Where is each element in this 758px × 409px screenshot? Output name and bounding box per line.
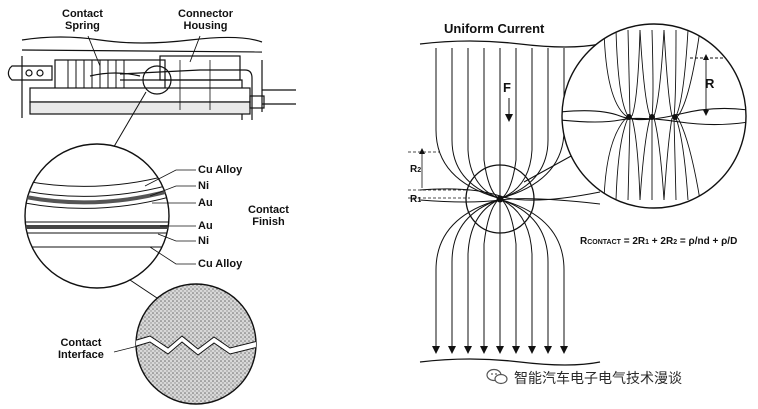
label-force: F — [503, 80, 511, 95]
contact-interface-circle — [135, 283, 257, 405]
connector-assembly — [7, 36, 296, 120]
label-r-magnified: R — [705, 76, 715, 91]
wechat-icon — [486, 368, 508, 385]
layer-label-ni-bottom: Ni — [198, 235, 209, 247]
label-contact-spring: Contact Spring — [62, 8, 103, 32]
current-flow-diagram — [408, 40, 601, 366]
interface-leader — [113, 345, 139, 353]
layer-label-ni-top: Ni — [198, 180, 209, 192]
layer-crosssection — [24, 143, 170, 289]
magnify-line-2 — [129, 279, 161, 301]
label-connector-housing: Connector Housing — [178, 8, 233, 32]
layer-label-cu-alloy-bottom: Cu Alloy — [198, 258, 243, 270]
label-contact-interface: Contact Interface — [58, 337, 104, 361]
label-r2: R2 — [410, 164, 422, 175]
layer-leaders — [144, 169, 196, 265]
label-r1: R1 — [410, 194, 422, 205]
watermark: 智能汽车电子电气技术漫谈 — [484, 368, 682, 388]
constriction-magnified — [561, 23, 747, 209]
layer-label-cu-alloy-top: Cu Alloy — [198, 164, 243, 176]
contact-resistance-formula: RCONTACT = 2R1 + 2R2 = ρ/nd + ρ/D — [580, 236, 738, 247]
assembly-leaders — [87, 35, 201, 67]
layer-label-au-top: Au — [198, 197, 213, 209]
layer-label-au-bottom: Au — [198, 220, 213, 232]
magnify-line-1 — [111, 91, 147, 151]
watermark-text: 智能汽车电子电气技术漫谈 — [514, 371, 682, 387]
label-contact-finish: Contact Finish — [248, 204, 289, 228]
label-uniform-current: Uniform Current — [444, 21, 545, 36]
